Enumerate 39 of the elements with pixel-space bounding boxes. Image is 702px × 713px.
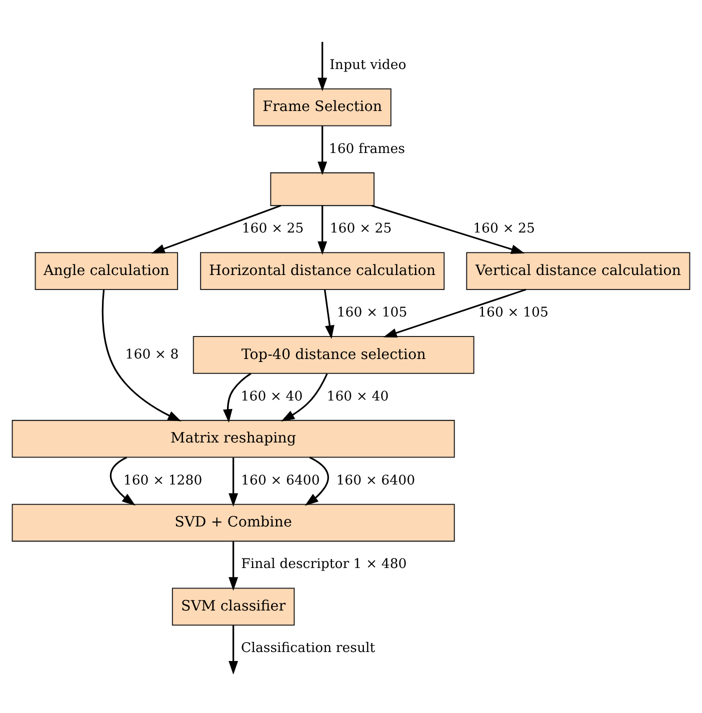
- edge-label: Input video: [330, 57, 406, 72]
- edge-label: 160 × 105: [478, 304, 548, 320]
- node-box: Top-40 distance selection: [192, 336, 474, 374]
- edge-label: 160 × 6400: [241, 472, 320, 488]
- edge-label: 160 × 6400: [336, 472, 416, 488]
- edge-label: 160 × 1280: [123, 472, 202, 488]
- edge-label: 160 frames: [328, 141, 405, 156]
- edge-label: 160 × 105: [336, 304, 408, 320]
- arrow: [228, 541, 238, 590]
- arrow: [318, 41, 328, 91]
- arrow: [318, 126, 328, 175]
- node-box: SVM classifier: [172, 587, 295, 626]
- arrow: [318, 205, 328, 254]
- arrow: [110, 456, 136, 506]
- node-box: Horizontal distance calculation: [200, 252, 445, 290]
- arrow: [324, 289, 334, 338]
- edge-label: 160 × 25: [242, 221, 304, 236]
- node-box: [270, 172, 375, 206]
- edge-label: Final descriptor 1 × 480: [241, 556, 407, 572]
- edge-label: 160 × 25: [330, 221, 392, 236]
- edge-label: 160 × 8: [125, 346, 179, 362]
- arrow: [383, 288, 526, 337]
- node-box: Angle calculation: [34, 252, 178, 290]
- node-box: SVD + Combine: [12, 503, 455, 542]
- node-box: Matrix reshaping: [12, 419, 455, 458]
- arrow: [281, 372, 328, 421]
- arrow: [304, 456, 329, 506]
- arrow: [228, 457, 238, 506]
- arrow: [223, 372, 252, 422]
- arrow: [228, 624, 238, 674]
- arrow: [371, 204, 525, 254]
- node-box: Vertical distance calculation: [466, 252, 690, 290]
- edge-label: 160 × 25: [473, 221, 535, 236]
- arrow: [151, 204, 281, 253]
- edge-label: Classification result: [241, 640, 376, 656]
- edge-label: 160 × 40: [240, 388, 303, 404]
- arrow: [102, 289, 182, 421]
- node-box: Frame Selection: [253, 88, 392, 126]
- edge-label: 160 × 40: [326, 388, 389, 404]
